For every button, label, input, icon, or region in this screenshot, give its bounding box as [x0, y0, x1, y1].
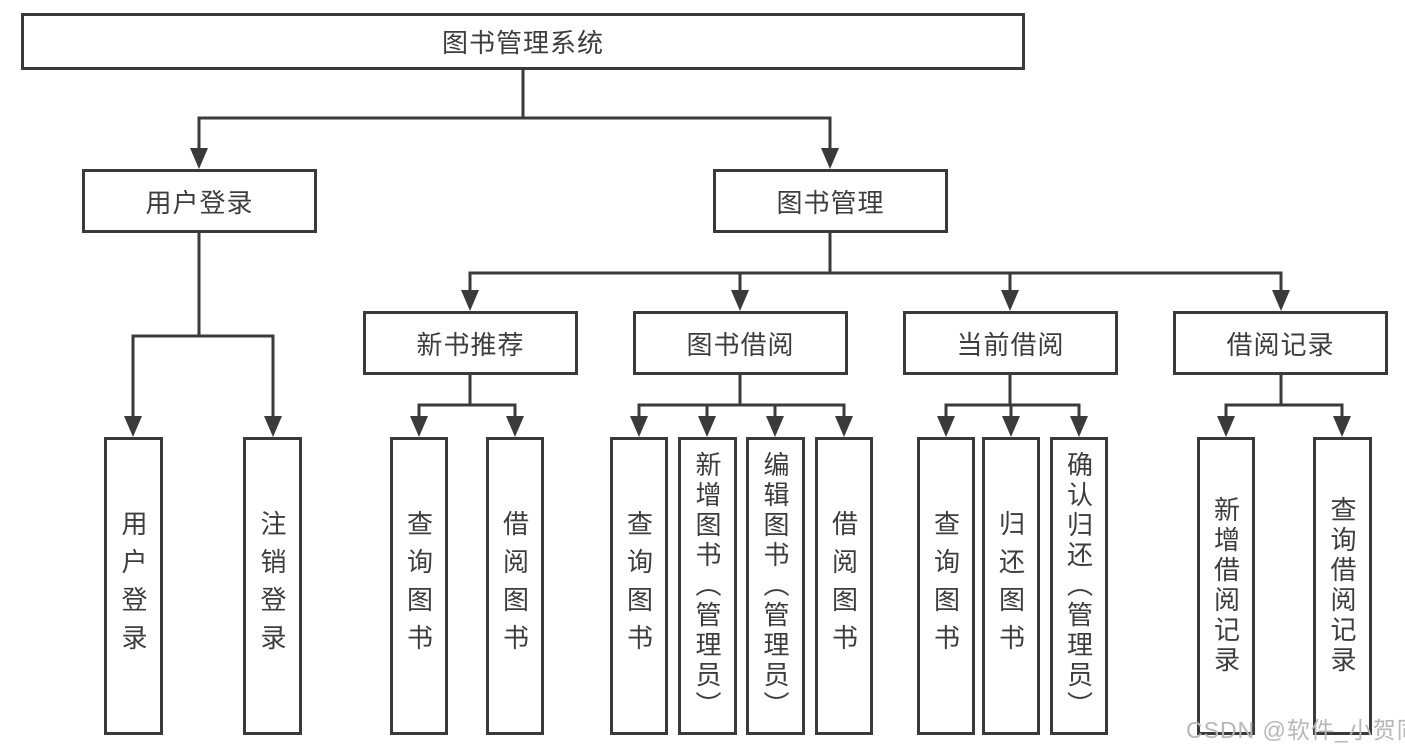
leaf-label: 查询图书: [403, 510, 434, 662]
leaf-query-borrow-record: 查询借阅记录: [1313, 437, 1372, 735]
leaf-user-login: 用户登录: [104, 437, 163, 735]
leaf-borrow-books: 借阅图书: [815, 437, 873, 735]
node-book-borrow: 图书借阅: [633, 311, 848, 375]
leaf-add-borrow-record: 新增借阅记录: [1197, 437, 1255, 735]
leaf-label: 查询图书: [623, 510, 654, 662]
node-label: 图书管理: [776, 187, 885, 218]
node-label: 图书管理系统: [441, 28, 604, 58]
csdn-watermark: CSDN @软件_小贺同学: [1186, 717, 1405, 743]
node-current-borrow: 当前借阅: [903, 311, 1118, 375]
node-label: 当前借阅: [956, 329, 1065, 360]
node-book-management: 图书管理: [713, 169, 948, 233]
node-label: 图书借阅: [686, 329, 795, 360]
leaf-return-books: 归还图书: [982, 437, 1040, 735]
leaf-add-books-admin: 新增图书（管理员）: [678, 437, 737, 735]
node-user-login: 用户登录: [82, 169, 317, 233]
node-borrow-records: 借阅记录: [1173, 311, 1388, 375]
leaf-edit-books-admin: 编辑图书（管理员）: [746, 437, 805, 735]
leaf-label: 借阅图书: [499, 510, 530, 662]
arrowheads: [124, 148, 1351, 437]
leaf-label: 新增图书（管理员）: [692, 451, 722, 721]
leaf-borrow-books-recommend: 借阅图书: [486, 437, 544, 735]
leaf-label: 编辑图书（管理员）: [760, 451, 790, 721]
leaf-label: 借阅图书: [828, 510, 859, 662]
leaf-confirm-return-admin: 确认归还（管理员）: [1050, 437, 1108, 735]
leaf-logout: 注销登录: [243, 437, 302, 735]
node-label: 用户登录: [145, 187, 254, 218]
leaf-label: 确认归还（管理员）: [1063, 451, 1094, 721]
leaf-label: 新增借阅记录: [1210, 496, 1241, 676]
leaf-query-books-borrow: 查询图书: [610, 437, 668, 735]
node-new-book-recommend: 新书推荐: [363, 311, 578, 375]
leaf-query-books-current: 查询图书: [917, 437, 975, 735]
node-label: 借阅记录: [1226, 329, 1335, 360]
leaf-label: 查询借阅记录: [1327, 496, 1357, 676]
node-root: 图书管理系统: [21, 13, 1025, 70]
leaf-label: 查询图书: [930, 510, 961, 662]
leaf-label: 用户登录: [118, 510, 148, 662]
leaf-label: 注销登录: [257, 510, 287, 662]
leaf-label: 归还图书: [995, 510, 1026, 662]
node-label: 新书推荐: [416, 329, 525, 360]
leaf-query-books-recommend: 查询图书: [390, 437, 448, 735]
